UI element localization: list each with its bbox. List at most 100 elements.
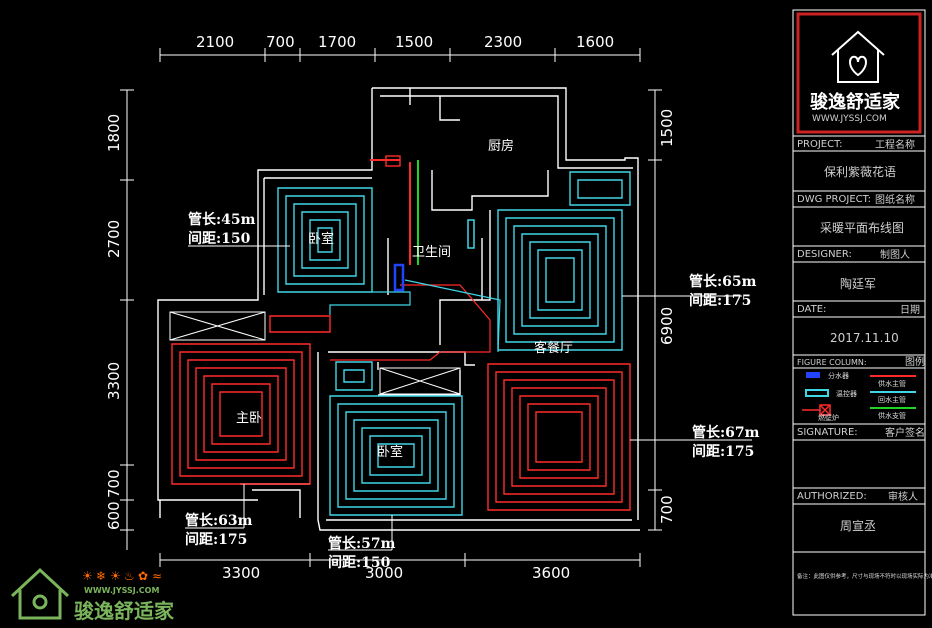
logo-frame — [796, 12, 922, 134]
svg-text:❄: ❄ — [96, 569, 106, 583]
legend-label: FIGURE COLUMN: — [797, 358, 867, 367]
signature-label-cn: 客户签名 — [885, 426, 925, 439]
brand-website: WWW.JYSSJ.COM — [812, 114, 887, 124]
room-label-master: 主卧 — [236, 411, 262, 426]
thermostat-legend-icon — [805, 389, 829, 397]
watermark: ☀ ❄ ☀ ♨ ✿ ≈ WWW.JYSSJ.COM 骏逸舒适家 — [10, 567, 175, 623]
room-label-bedroom-top: 卧室 — [308, 231, 334, 247]
legend-item: 燃壁炉 — [818, 413, 839, 422]
heating-loop-living-lower — [487, 363, 631, 511]
thermostat-icon — [385, 155, 401, 167]
dimension-lines — [120, 48, 662, 567]
dim-top-6: 1600 — [576, 33, 614, 51]
house-watermark-icon — [10, 567, 70, 620]
dim-bottom-2: 3000 — [365, 564, 403, 582]
fireplace-legend-icon — [802, 404, 831, 416]
dim-top-4: 1500 — [395, 33, 433, 51]
pipe-length-label: 管长:67m — [692, 424, 760, 441]
dwg-label: DWG PROJECT: — [797, 194, 871, 205]
pipe-spacing-label: 间距:150 — [188, 230, 251, 247]
authorized-label: AUTHORIZED: — [797, 491, 867, 502]
wall-heater-icon — [467, 219, 475, 249]
authorized-value: 周宣丞 — [840, 518, 876, 533]
pipe-length-label: 管长:45m — [188, 211, 256, 228]
pipe-spacing-label: 间距:175 — [689, 292, 751, 309]
designer-value: 陶廷军 — [840, 276, 876, 291]
room-label-bedroom-bottom: 卧室 — [377, 444, 403, 460]
legend-item: 供水支管 — [878, 411, 906, 420]
manifold-legend-icon — [806, 372, 820, 378]
annotation-living: 管长:65m 间距:175 — [689, 273, 757, 309]
legend: 分水器 供水主管 温控器 回水主管 燃壁炉 供水支管 — [802, 371, 916, 422]
dwg-value: 采暖平面布线图 — [820, 221, 904, 235]
dim-top-1: 2100 — [196, 33, 234, 51]
dimension-labels-bottom: 3300 3000 3600 — [222, 564, 570, 582]
room-label-kitchen: 厨房 — [488, 138, 514, 154]
legend-item: 分水器 — [828, 371, 849, 380]
signature-label: SIGNATURE: — [797, 427, 858, 438]
authorized-label-cn: 审核人 — [888, 490, 918, 503]
pipe-spacing-label: 间距:175 — [692, 443, 754, 460]
svg-text:✿: ✿ — [138, 569, 148, 583]
dim-top-2: 700 — [266, 33, 295, 51]
legend-item: 温控器 — [836, 389, 857, 398]
brand-name: 骏逸舒适家 — [810, 91, 901, 113]
dim-right-2: 6900 — [658, 307, 676, 345]
legend-item: 回水主管 — [878, 395, 906, 404]
annotation-bedroom-top: 管长:45m 间距:150 — [188, 211, 256, 247]
dim-left-1: 1800 — [105, 114, 123, 152]
pipe-length-label: 管长:57m — [328, 535, 396, 552]
supply-pipes — [329, 159, 501, 361]
dim-bottom-3: 3600 — [532, 564, 570, 582]
heating-loop-master-bedroom — [171, 315, 331, 485]
pipe-length-label: 管长:65m — [689, 273, 757, 290]
note-text: 备注：此图仅供参考，尺寸与现场不符时以现场实际为准。 — [797, 572, 932, 580]
walls — [157, 87, 640, 531]
annotation-bedroom-bottom: 管长:57m 间距:150 — [328, 535, 396, 571]
svg-text:≈: ≈ — [152, 569, 162, 583]
annotation-master: 管长:63m 间距:175 — [185, 512, 253, 548]
svg-text:☀: ☀ — [82, 569, 93, 583]
manifold-icon — [393, 263, 405, 292]
legend-label-cn: 图例 — [905, 355, 925, 368]
heating-loop-bedroom-bottom — [329, 361, 463, 516]
annotation-living-lower: 管长:67m 间距:175 — [692, 424, 760, 460]
date-value: 2017.11.10 — [830, 331, 899, 345]
house-logo-icon — [831, 30, 885, 83]
date-label-cn: 日期 — [900, 304, 920, 316]
dim-left-4: 700 — [105, 469, 123, 498]
project-label-cn: 工程名称 — [875, 138, 915, 151]
designer-label-cn: 制图人 — [880, 248, 910, 261]
room-label-living: 客餐厅 — [534, 340, 573, 356]
dimension-labels-top: 2100 700 1700 1500 2300 1600 — [196, 33, 614, 51]
weather-icons: ☀ ❄ ☀ ♨ ✿ ≈ — [82, 569, 162, 583]
pipe-spacing-label: 间距:175 — [185, 531, 247, 548]
dim-bottom-1: 3300 — [222, 564, 260, 582]
dim-right-1: 1500 — [658, 109, 676, 147]
heating-loop-living — [497, 171, 631, 351]
wardrobe-boxes — [169, 311, 461, 395]
dim-top-3: 1700 — [318, 33, 356, 51]
leader-lines — [185, 245, 752, 551]
dimension-labels-left: 1800 2700 3300 700 600 — [105, 114, 123, 530]
svg-text:☀: ☀ — [110, 569, 121, 583]
dim-left-5: 600 — [105, 501, 123, 530]
date-label: DATE: — [797, 304, 826, 315]
pipe-length-label: 管长:63m — [185, 512, 253, 529]
dim-left-2: 2700 — [105, 220, 123, 258]
dwg-label-cn: 图纸名称 — [875, 193, 915, 206]
designer-label: DESIGNER: — [797, 249, 852, 260]
dim-right-3: 700 — [658, 495, 676, 524]
title-block: 骏逸舒适家 WWW.JYSSJ.COM PROJECT: 工程名称 保利紫薇花语… — [792, 9, 932, 616]
watermark-url: WWW.JYSSJ.COM — [84, 586, 159, 595]
pipe-spacing-label: 间距:150 — [328, 554, 391, 571]
legend-item: 供水主管 — [878, 379, 906, 388]
room-label-bathroom: 卫生间 — [412, 245, 451, 260]
dim-top-5: 2300 — [484, 33, 522, 51]
svg-text:♨: ♨ — [124, 569, 135, 583]
dimension-labels-right: 1500 6900 700 — [658, 109, 676, 524]
watermark-name: 骏逸舒适家 — [74, 599, 175, 623]
dim-left-3: 3300 — [105, 362, 123, 400]
project-value: 保利紫薇花语 — [824, 164, 896, 179]
